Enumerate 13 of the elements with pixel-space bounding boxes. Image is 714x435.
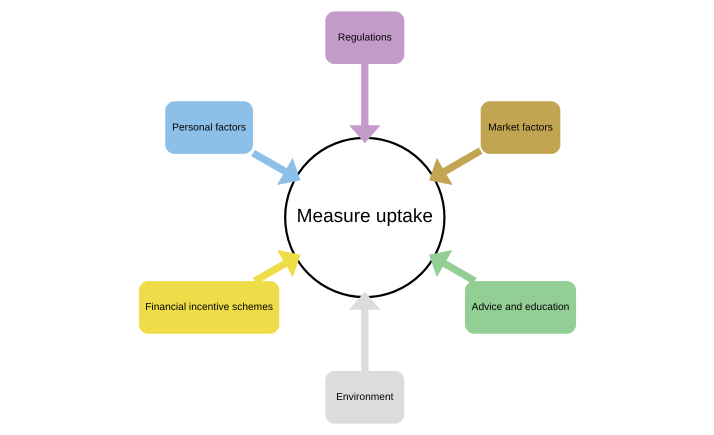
arrow (428, 147, 482, 186)
node-circle: Measure uptake (284, 136, 446, 298)
node-box: Market factors (480, 101, 560, 154)
node-box: Financial incentive schemes (138, 281, 279, 334)
node-box: Advice and education (464, 281, 576, 334)
node-box: Regulations (324, 11, 404, 64)
arrow (348, 64, 380, 144)
arrow (250, 150, 300, 185)
node-box: Environment (324, 370, 404, 424)
arrow (252, 250, 300, 284)
arrow (428, 250, 476, 284)
node-box: Personal factors (164, 101, 252, 154)
arrow (348, 292, 380, 371)
